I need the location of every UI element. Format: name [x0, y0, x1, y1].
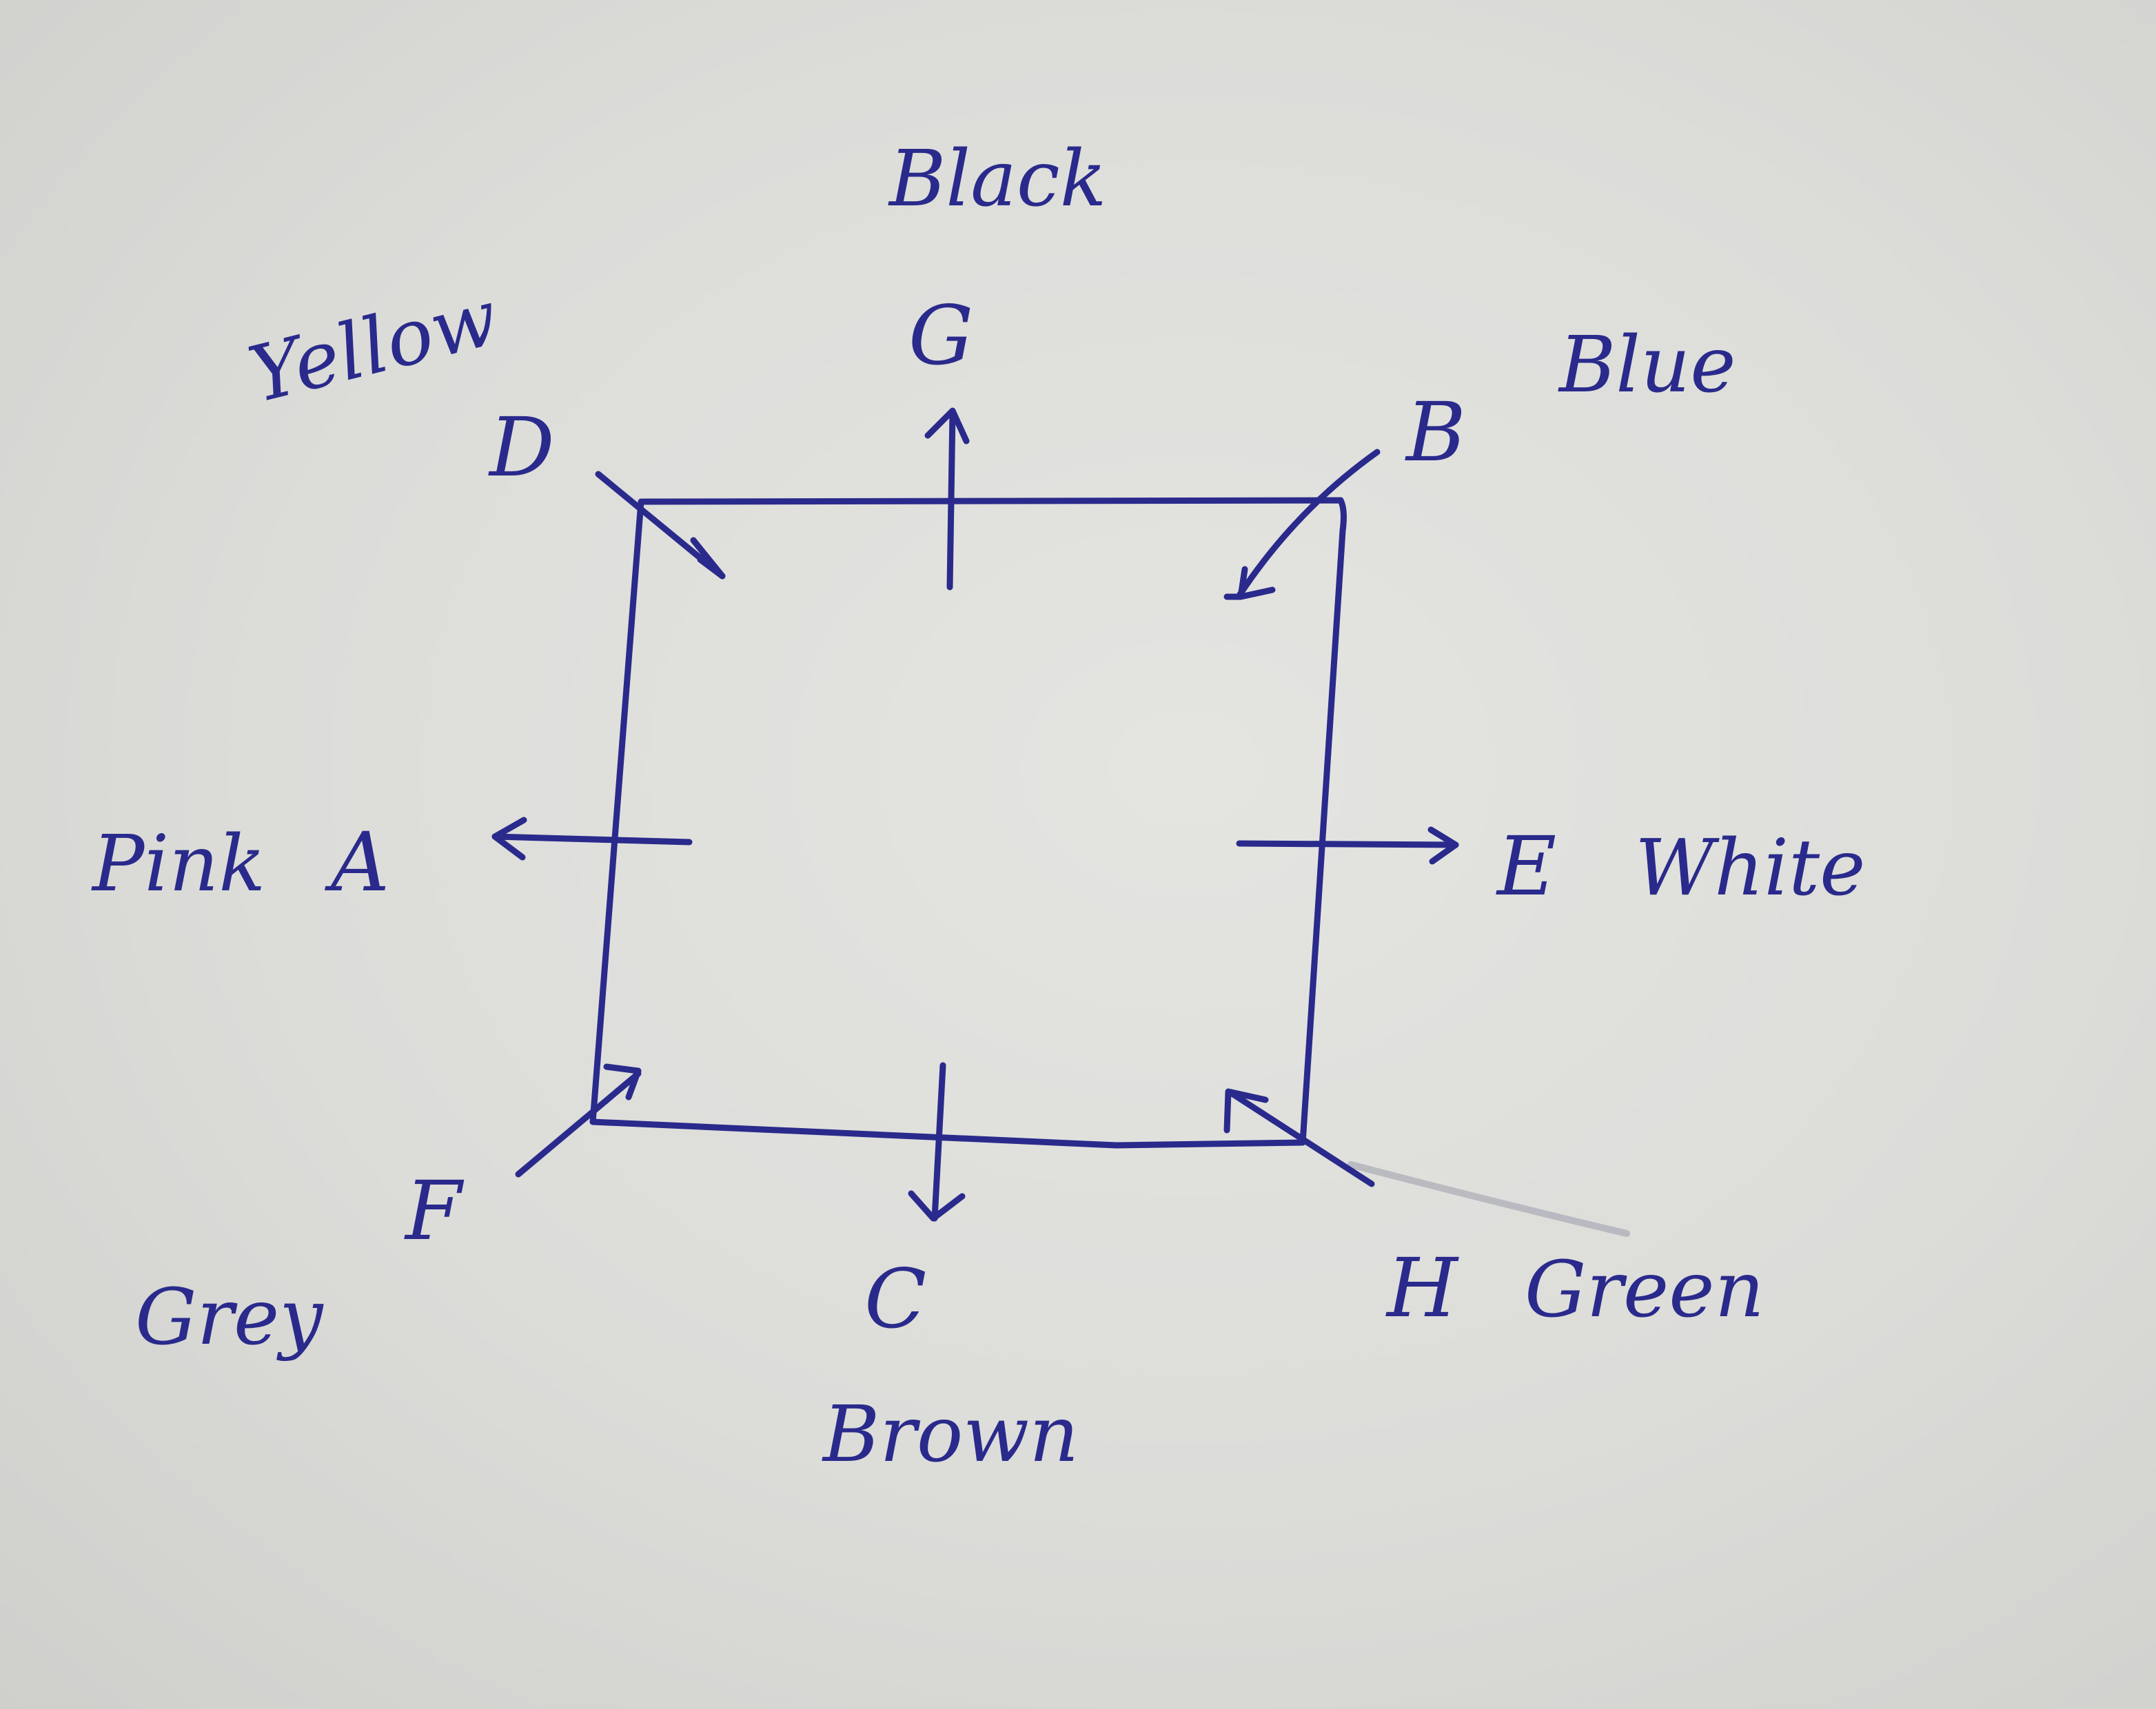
label-color-pink: Pink	[91, 819, 265, 909]
label-color-green: Green	[1525, 1245, 1765, 1335]
label-color-blue: Blue	[1558, 320, 1736, 410]
label-letter-b: B	[1405, 385, 1466, 480]
label-letter-h: H	[1385, 1240, 1459, 1336]
square-outline	[589, 497, 1347, 1149]
label-color-black: Black	[888, 134, 1107, 224]
arrow-d	[595, 471, 726, 580]
smudge-mark	[1348, 1161, 1630, 1237]
arrow-g	[924, 407, 970, 591]
arrow-b	[1223, 449, 1381, 600]
label-color-yellow: Yellow	[241, 273, 507, 421]
label-color-grey: Grey	[135, 1273, 324, 1362]
arrow-e	[1236, 826, 1459, 865]
arrow-h	[1223, 1088, 1375, 1187]
label-letter-e: E	[1496, 819, 1556, 914]
label-color-brown: Brown	[822, 1390, 1079, 1480]
label-letter-a: A	[325, 815, 389, 910]
label-letter-c: C	[864, 1251, 926, 1347]
label-letter-g: G	[908, 288, 973, 383]
label-letter-d: D	[488, 400, 555, 495]
arrow-a	[491, 817, 693, 861]
arrow-f	[515, 1063, 642, 1178]
label-color-white: White	[1635, 823, 1865, 913]
arrow-c	[908, 1062, 966, 1222]
label-letter-f: F	[404, 1163, 465, 1258]
